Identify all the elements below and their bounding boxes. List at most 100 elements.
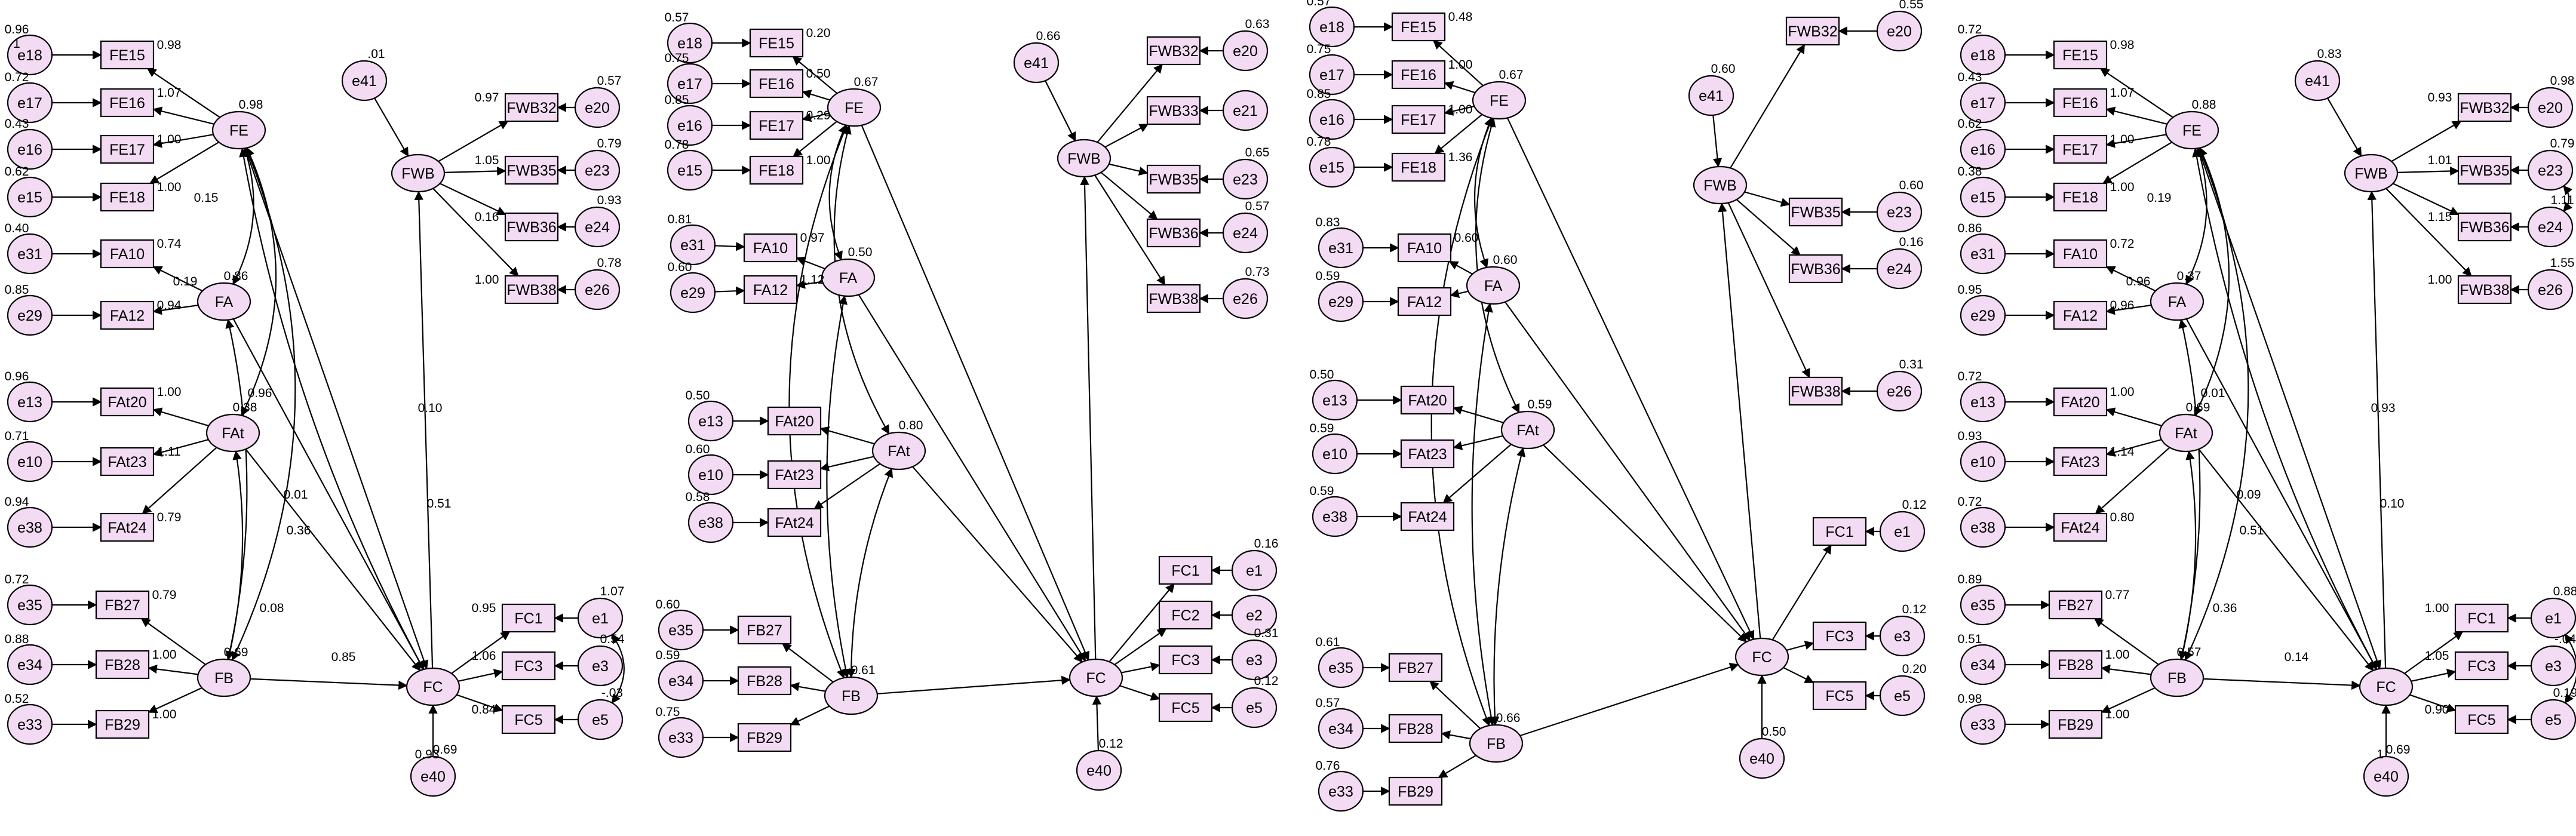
node-label: e29 bbox=[680, 285, 705, 302]
node-label: e16 bbox=[1970, 142, 1995, 158]
error-term-ellipse bbox=[1960, 441, 2006, 482]
coefficient-label: 0.60 bbox=[1899, 179, 1924, 192]
node-panel4-e35: e35 bbox=[1960, 584, 2006, 626]
error-term-ellipse bbox=[667, 149, 713, 191]
node-label: FA10 bbox=[110, 246, 145, 263]
coefficient-label: 0.43 bbox=[5, 117, 29, 131]
path-panel3-FWB-FWB36 bbox=[1736, 199, 1801, 256]
path-panel2-FA-FA12 bbox=[796, 279, 823, 289]
path-panel3-e41-FWB bbox=[1712, 115, 1723, 168]
coefficient-label: 0.72 bbox=[2110, 237, 2135, 251]
error-term-ellipse bbox=[1318, 227, 1364, 269]
path-panel2-FWB-FWB35 bbox=[1109, 163, 1149, 176]
path-panel1-FC-FC3 bbox=[458, 669, 503, 682]
node-label: FAt23 bbox=[1408, 446, 1447, 463]
error-term-ellipse bbox=[1960, 34, 2006, 76]
node-label: FB27 bbox=[747, 622, 782, 639]
coefficient-label: 0.85 bbox=[5, 283, 29, 297]
path-panel1-FE-FE16 bbox=[152, 106, 214, 125]
error-term-ellipse bbox=[7, 294, 53, 336]
coefficient-label: 0.15 bbox=[194, 191, 219, 205]
error-term-ellipse bbox=[1879, 615, 1926, 657]
node-panel4-FA10: FA10 bbox=[2053, 239, 2108, 269]
node-panel4-FE18: FE18 bbox=[2053, 182, 2108, 212]
latent-variable-ellipse bbox=[406, 667, 460, 706]
node-label: FAt23 bbox=[108, 454, 146, 471]
node-label: FWB32 bbox=[2460, 100, 2509, 116]
coefficient-label: 0.90 bbox=[2425, 703, 2449, 717]
observed-variable-box bbox=[100, 182, 155, 212]
node-label: e16 bbox=[17, 142, 42, 158]
error-term-ellipse bbox=[1222, 212, 1269, 254]
observed-variable-box bbox=[1146, 164, 1201, 194]
node-panel3-e40: e40 bbox=[1739, 737, 1785, 779]
path-panel2-e41-FWB bbox=[1045, 80, 1076, 142]
coefficient-label: 1.00 bbox=[1448, 58, 1473, 72]
node-panel4-FE16: FE16 bbox=[2053, 88, 2108, 118]
coefficient-label: 1.00 bbox=[152, 648, 177, 662]
node-label: FC5 bbox=[1825, 688, 1853, 705]
path-panel4-FE-FE15 bbox=[2099, 68, 2173, 118]
coefficient-label: 1.00 bbox=[157, 385, 182, 399]
coefficient-label: 0.12 bbox=[1902, 498, 1927, 512]
coefficient-label: 0.08 bbox=[260, 601, 284, 615]
path-panel3-FB-FB29 bbox=[1438, 755, 1476, 778]
coefficient-label: 0.93 bbox=[1958, 429, 1982, 443]
node-label: FB28 bbox=[2058, 657, 2093, 674]
coefficient-label: 0.48 bbox=[1448, 10, 1473, 24]
node-panel4-e38: e38 bbox=[1960, 506, 2006, 548]
node-panel2-e5: e5 bbox=[1231, 687, 1278, 729]
node-label: FB28 bbox=[747, 673, 782, 690]
coefficient-label: 1.55 bbox=[2550, 256, 2575, 270]
coefficient-label: 0.36 bbox=[2213, 601, 2237, 615]
observed-variable-box bbox=[100, 512, 155, 542]
observed-variable-box bbox=[1158, 645, 1213, 675]
node-label: FB28 bbox=[1398, 721, 1433, 737]
observed-variable-box bbox=[1146, 96, 1201, 125]
path-panel4-FC-FC3 bbox=[2411, 669, 2457, 682]
node-label: FA12 bbox=[753, 282, 788, 299]
node-label: FE15 bbox=[2062, 47, 2098, 64]
node-panel1-e38: e38 bbox=[7, 506, 53, 548]
coefficient-label: 0.97 bbox=[800, 231, 825, 245]
coefficient-label: 1.11 bbox=[157, 445, 180, 459]
node-label: FB bbox=[842, 688, 861, 705]
node-panel4-FWB35: FWB35 bbox=[2457, 155, 2512, 185]
path-panel2-e40-FC bbox=[1092, 695, 1102, 751]
observed-variable-box bbox=[2454, 603, 2509, 633]
node-label: e20 bbox=[585, 100, 610, 116]
node-label: e40 bbox=[1749, 751, 1774, 767]
node-panel3-FE17: FE17 bbox=[1391, 105, 1446, 134]
error-term-ellipse bbox=[1309, 99, 1355, 140]
node-label: FE18 bbox=[2062, 189, 2098, 206]
node-label: e5 bbox=[1894, 688, 1911, 705]
error-term-ellipse bbox=[1960, 176, 2006, 218]
node-panel1-FE18: FE18 bbox=[100, 182, 155, 212]
path-panel1-FE-FE15 bbox=[146, 68, 220, 118]
error-term-ellipse bbox=[1960, 128, 2006, 170]
node-panel2-FB28: FB28 bbox=[737, 666, 792, 696]
coefficient-label: 1.00 bbox=[157, 133, 182, 146]
node-panel1-FE17: FE17 bbox=[100, 134, 155, 164]
covariance-panel4-e23-e24 bbox=[2563, 185, 2573, 212]
node-panel2-FE15: FE15 bbox=[749, 28, 804, 58]
coefficient-label: 0.62 bbox=[5, 165, 29, 179]
covariance-panel1-FAt-FB bbox=[225, 450, 244, 660]
coefficient-label: 0.72 bbox=[1958, 370, 1982, 383]
node-label: e18 bbox=[17, 47, 42, 64]
path-panel2-FE-FC bbox=[861, 125, 1090, 661]
covariance-panel1-e1-e5 bbox=[611, 634, 625, 704]
node-label: FWB38 bbox=[506, 282, 556, 299]
node-label: FWB38 bbox=[1149, 291, 1198, 308]
path-panel4-FC-FWB bbox=[2367, 190, 2387, 669]
node-panel1-e16: e16 bbox=[7, 128, 53, 170]
path-panel1-FB-FB27 bbox=[140, 618, 206, 665]
coefficient-label: 0.60 bbox=[1493, 253, 1518, 267]
observed-variable-box bbox=[1158, 600, 1213, 630]
node-panel4-FC3: FC3 bbox=[2454, 651, 2509, 681]
coefficient-label: 0.71 bbox=[5, 429, 29, 443]
observed-variable-box bbox=[501, 651, 556, 681]
node-panel1-FWB38: FWB38 bbox=[504, 275, 559, 305]
coefficient-label: 0.62 bbox=[1958, 117, 1982, 131]
coefficient-label: 0.96 bbox=[248, 386, 272, 400]
